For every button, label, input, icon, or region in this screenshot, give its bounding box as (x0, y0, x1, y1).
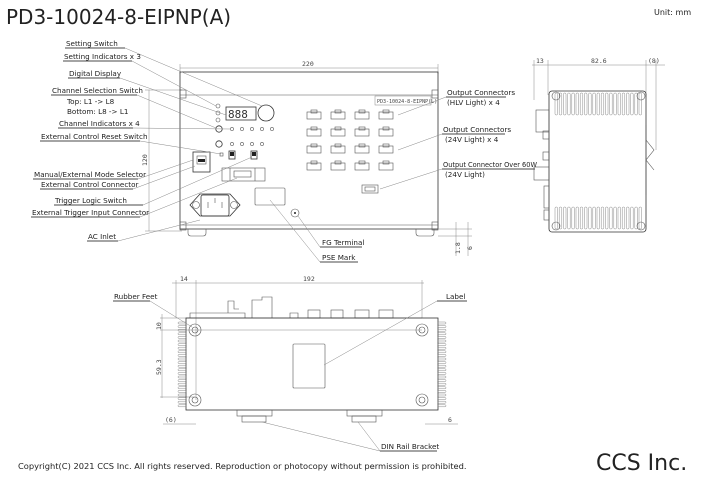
output-connector (354, 145, 370, 154)
front-housing (179, 71, 439, 230)
dim-width: 220 (302, 60, 314, 68)
label-din-rail-bracket: DIN Rail Bracket (381, 442, 439, 451)
output-connector (354, 162, 370, 171)
dim-side-left: 13 (536, 57, 544, 65)
dim-side-right: (8) (648, 57, 660, 65)
dim-height: 120 (141, 154, 149, 166)
dim-foot-2: 6 (466, 246, 474, 250)
label-output-24v-sub: (24V Light) x 4 (445, 135, 499, 144)
label-channel-selection-top: Top: L1 -> L8 (66, 97, 115, 106)
output-connector (378, 145, 394, 154)
digital-display (225, 106, 257, 121)
rubber-feet (188, 323, 429, 407)
label-external-control-connector: External Control Connector (41, 180, 138, 189)
label-setting-switch: Setting Switch (66, 39, 118, 48)
external-control-reset-switch (219, 152, 224, 157)
dim-bottom-top: 10 (155, 322, 163, 330)
label-external-trigger-input: External Trigger Input Connector (32, 208, 149, 217)
output-connector (306, 145, 322, 154)
output-connector (330, 162, 346, 171)
output-connector (354, 128, 370, 137)
output-connector (354, 111, 370, 120)
label-pse-mark: PSE Mark (322, 253, 356, 262)
label-digital-display: Digital Display (69, 69, 122, 78)
dim-bottom-pitch: 192 (303, 275, 315, 283)
dim-side-depth: 82.6 (591, 57, 607, 65)
label-channel-selection-bottom: Bottom: L8 -> L1 (67, 107, 128, 116)
label-fg-terminal: FG Terminal (322, 238, 364, 247)
label-trigger-logic-switch: Trigger Logic Switch (54, 196, 127, 205)
label-channel-selection-switch: Channel Selection Switch (52, 86, 143, 95)
drawing-title: PD3-10024-8-EIPNP(A) (6, 5, 231, 29)
label-label: Label (446, 292, 465, 301)
ac-inlet (189, 193, 241, 217)
label-output-60w: Output Connector Over 60W (443, 161, 537, 169)
label-mode-selector: Manual/External Mode Selector (34, 170, 146, 179)
channel-indicators (230, 127, 274, 146)
pse-mark (254, 187, 286, 206)
copyright-text: Copyright(C) 2021 CCS Inc. All rights re… (18, 461, 467, 471)
channel-selection-switch-bottom (215, 140, 223, 148)
setting-switch (257, 104, 275, 122)
mode-selector (228, 150, 236, 160)
company-name: CCS Inc. (596, 451, 687, 476)
setting-indicator (215, 103, 221, 109)
label-ac-inlet: AC Inlet (88, 232, 116, 241)
front-view: 220 120 PD3-10024-8-EIPNP(L) 888 (31, 39, 537, 263)
dim-bottom-offset: 14 (180, 275, 188, 283)
label-output-60w-sub: (24V Light) (445, 170, 485, 179)
fg-terminal (290, 208, 300, 218)
nameplate: PD3-10024-8-EIPNP(L) (377, 99, 437, 105)
output-connector (306, 128, 322, 137)
side-view: 13 82.6 (8) (532, 57, 665, 233)
external-trigger-input-connector (221, 167, 266, 182)
dim-bottom-left-margin: (6) (165, 416, 177, 424)
bottom-view: 14 192 10 59.3 (6) 6 (113, 275, 467, 452)
label-rubber-feet: Rubber Feet (114, 292, 158, 301)
output-connector (306, 162, 322, 171)
output-connector (330, 128, 346, 137)
external-control-connector (192, 151, 211, 173)
output-connector (378, 111, 394, 120)
dim-bottom-height: 59.3 (155, 359, 163, 375)
label-external-control-reset-switch: External Control Reset Switch (41, 132, 148, 141)
output-connector (378, 162, 394, 171)
output-connector (330, 111, 346, 120)
trigger-logic-switch (250, 150, 258, 160)
setting-indicator (215, 117, 221, 123)
label-setting-indicators: Setting Indicators x 3 (64, 52, 141, 61)
din-rail-brackets (236, 409, 383, 423)
display-digits: 888 (228, 108, 248, 121)
output-connector (378, 128, 394, 137)
label-output-24v: Output Connectors (443, 125, 511, 134)
unit-label: Unit: mm (654, 8, 691, 17)
dim-bottom-right-margin: 6 (448, 416, 452, 424)
label-output-hlv: Output Connectors (447, 88, 515, 97)
bottom-label (292, 343, 326, 389)
output-connector (330, 145, 346, 154)
label-output-hlv-sub: (HLV Light) x 4 (447, 98, 500, 107)
bottom-housing (185, 317, 439, 411)
dim-foot-1: 1.8 (454, 242, 462, 254)
output-connector (306, 111, 322, 120)
output-connectors (306, 109, 394, 171)
output-connector-over-60w (361, 184, 379, 194)
label-channel-indicators: Channel Indicators x 4 (59, 119, 140, 128)
